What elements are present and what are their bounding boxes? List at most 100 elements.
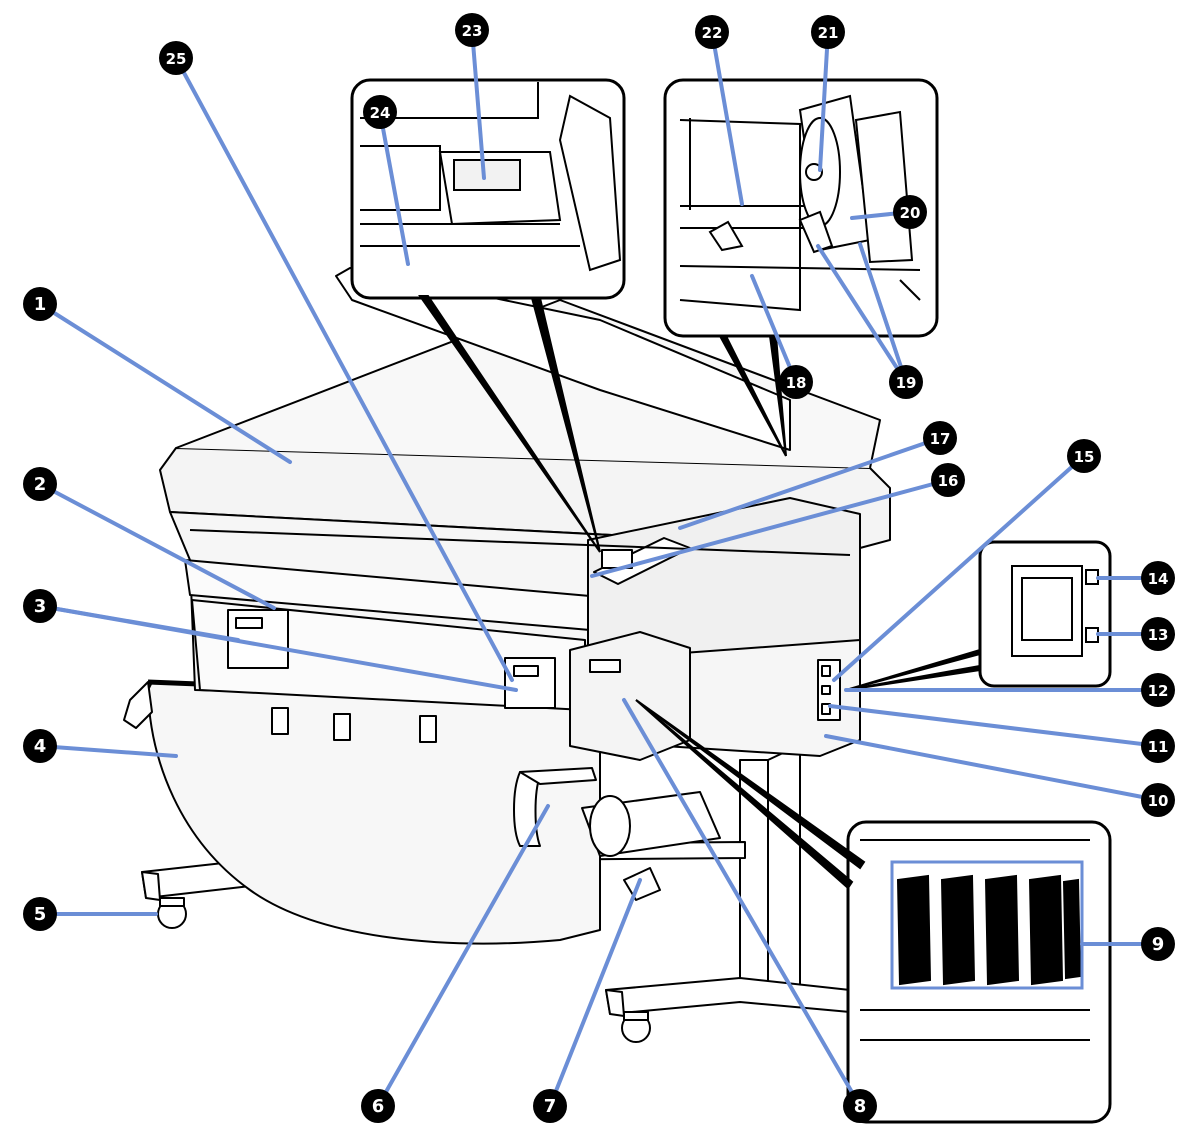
- callout-14: 14: [1096, 561, 1175, 595]
- callout-number-23: 23: [462, 22, 483, 40]
- callout-badge-3: [23, 589, 57, 623]
- callout-5: 5: [23, 897, 158, 931]
- callout-badge-5: [23, 897, 57, 931]
- callout-number-2: 2: [34, 474, 47, 495]
- callout-badge-21: [811, 15, 845, 49]
- callout-20: 20: [850, 195, 927, 229]
- callout-number-14: 14: [1148, 570, 1169, 588]
- callout-badge-6: [361, 1089, 395, 1123]
- callout-line-11: [828, 704, 1160, 748]
- callout-25: 25: [159, 41, 514, 682]
- callout-10: 10: [824, 734, 1175, 817]
- callout-number-3: 3: [34, 596, 47, 617]
- callout-8: 8: [622, 698, 877, 1123]
- callout-9: 9: [1080, 927, 1175, 961]
- callout-badge-13: [1141, 617, 1175, 651]
- callout-number-15: 15: [1074, 448, 1095, 466]
- callout-number-21: 21: [818, 24, 839, 42]
- callout-number-20: 20: [900, 204, 921, 222]
- callout-13: 13: [1096, 617, 1175, 651]
- paper-basket: [123, 679, 601, 945]
- callout-badge-12: [1141, 673, 1175, 707]
- callout-2: 2: [23, 467, 276, 610]
- callout-line-8: [622, 698, 862, 1108]
- inset-pointers: [418, 295, 981, 890]
- callout-badge-24: [363, 95, 397, 129]
- callout-badge-22: [695, 15, 729, 49]
- callout-24: 24: [363, 95, 410, 266]
- callout-line-24: [378, 110, 410, 266]
- callout-number-18: 18: [786, 374, 807, 392]
- inset-ink-cartridges: [846, 820, 1112, 1124]
- callout-line-2: [38, 482, 276, 610]
- callout-19: 19: [816, 242, 923, 399]
- callout-11: 11: [828, 704, 1175, 763]
- callout-number-5: 5: [34, 904, 47, 925]
- callout-3: 3: [23, 589, 518, 692]
- callout-18: 18: [750, 274, 813, 399]
- callout-7: 7: [533, 878, 642, 1123]
- printer-body: [159, 267, 891, 901]
- callout-badge-1: [23, 287, 57, 321]
- callout-line-10: [824, 734, 1160, 802]
- callout-number-12: 12: [1148, 682, 1169, 700]
- callout-line-21: [818, 30, 830, 172]
- callout-number-10: 10: [1148, 792, 1169, 810]
- callout-number-6: 6: [372, 1096, 385, 1117]
- callout-number-7: 7: [544, 1096, 557, 1117]
- callout-badge-25: [159, 41, 193, 75]
- callout-line-18: [750, 274, 798, 384]
- callout-4: 4: [23, 729, 178, 763]
- callout-badge-9: [1141, 927, 1175, 961]
- callout-badge-4: [23, 729, 57, 763]
- callout-number-25: 25: [166, 50, 187, 68]
- callout-number-24: 24: [370, 104, 391, 122]
- callout-number-1: 1: [34, 294, 47, 315]
- callout-line-23: [470, 28, 486, 180]
- callout-number-4: 4: [34, 736, 47, 757]
- callout-badge-20: [893, 195, 927, 229]
- callout-17: 17: [678, 421, 957, 530]
- callout-number-22: 22: [702, 24, 723, 42]
- callout-badge-17: [923, 421, 957, 455]
- callout-line-7: [548, 878, 642, 1108]
- callout-line-19: [816, 244, 908, 384]
- callout-22: 22: [695, 15, 744, 206]
- callout-badge-11: [1141, 729, 1175, 763]
- callout-15: 15: [832, 439, 1101, 682]
- callout-line-1: [38, 302, 292, 464]
- callout-line-3-b: [38, 604, 518, 692]
- callout-number-13: 13: [1148, 626, 1169, 644]
- callout-badge-8: [843, 1089, 877, 1123]
- callout-badge-19: [889, 365, 923, 399]
- callout-badge-14: [1141, 561, 1175, 595]
- callout-21: 21: [811, 15, 845, 172]
- callout-badge-2: [23, 467, 57, 501]
- callout-12: 12: [844, 673, 1175, 707]
- callout-badge-18: [779, 365, 813, 399]
- callout-badge-7: [533, 1089, 567, 1123]
- callout-number-19: 19: [896, 374, 917, 392]
- callout-line-22: [710, 30, 744, 206]
- callout-line-19-b: [858, 242, 908, 384]
- callout-number-17: 17: [930, 430, 951, 448]
- callout-number-11: 11: [1148, 738, 1169, 756]
- callout-number-8: 8: [854, 1096, 867, 1117]
- callout-6: 6: [361, 804, 550, 1123]
- callout-1: 1: [23, 287, 292, 464]
- inset-lan-port: [978, 540, 1112, 688]
- callout-line-6: [376, 804, 550, 1108]
- callout-line-15: [832, 454, 1086, 682]
- callout-16: 16: [590, 463, 965, 578]
- callout-badge-10: [1141, 783, 1175, 817]
- callout-line-16: [590, 478, 950, 578]
- inset-paper-guide: [350, 78, 626, 300]
- callout-line-17: [678, 436, 942, 530]
- callout-23: 23: [455, 13, 489, 180]
- callout-number-9: 9: [1152, 934, 1165, 955]
- callout-line-4: [38, 744, 178, 758]
- callout-line-25: [174, 56, 514, 682]
- callout-badge-16: [931, 463, 965, 497]
- callout-badge-15: [1067, 439, 1101, 473]
